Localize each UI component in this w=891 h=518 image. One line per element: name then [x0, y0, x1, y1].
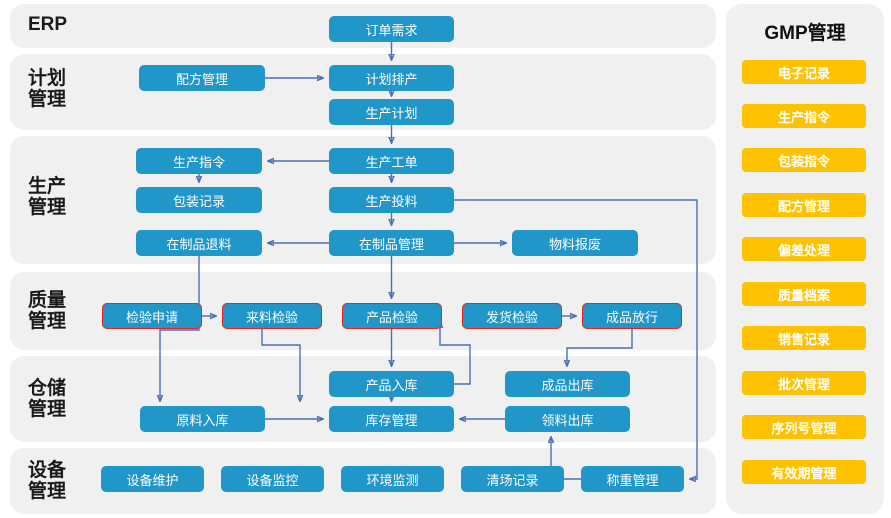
gmp-item[interactable]: 配方管理 — [742, 193, 866, 217]
node-inventory-management[interactable]: 库存管理 — [329, 406, 454, 432]
node-product-inbound[interactable]: 产品入库 — [329, 371, 454, 397]
node-finished-outbound[interactable]: 成品出库 — [505, 371, 630, 397]
node-equipment-maintain[interactable]: 设备维护 — [101, 466, 204, 492]
node-product-inspection[interactable]: 产品检验 — [342, 303, 442, 329]
gmp-item[interactable]: 销售记录 — [742, 326, 866, 350]
swimlane-label: 质量 管理 — [28, 290, 67, 332]
node-order-demand[interactable]: 订单需求 — [329, 16, 454, 42]
node-wip-management[interactable]: 在制品管理 — [329, 230, 454, 256]
node-production-feeding[interactable]: 生产投料 — [329, 187, 454, 213]
swimlane-label: 生产 管理 — [28, 176, 67, 218]
gmp-item[interactable]: 批次管理 — [742, 371, 866, 395]
node-shipment-inspection[interactable]: 发货检验 — [462, 303, 562, 329]
node-material-scrap[interactable]: 物料报废 — [512, 230, 638, 256]
node-inspection-request[interactable]: 检验申请 — [102, 303, 202, 329]
swimlane-label: 计划 管理 — [28, 68, 67, 110]
node-packaging-record[interactable]: 包装记录 — [136, 187, 262, 213]
node-clearance-record[interactable]: 清场记录 — [461, 466, 564, 492]
node-recipe-management[interactable]: 配方管理 — [139, 65, 265, 91]
node-production-workorder[interactable]: 生产工单 — [329, 148, 454, 174]
gmp-item[interactable]: 电子记录 — [742, 60, 866, 84]
gmp-item[interactable]: 序列号管理 — [742, 415, 866, 439]
gmp-item[interactable]: 质量档案 — [742, 282, 866, 306]
node-weighing-management[interactable]: 称重管理 — [581, 466, 684, 492]
node-wip-return[interactable]: 在制品退料 — [136, 230, 262, 256]
node-picking-outbound[interactable]: 领料出库 — [505, 406, 630, 432]
swimlane-label: 设备 管理 — [28, 460, 67, 502]
node-plan-scheduling[interactable]: 计划排产 — [329, 65, 454, 91]
node-production-order[interactable]: 生产指令 — [136, 148, 262, 174]
gmp-item[interactable]: 偏差处理 — [742, 237, 866, 261]
gmp-item[interactable]: 有效期管理 — [742, 460, 866, 484]
node-equipment-monitor[interactable]: 设备监控 — [221, 466, 324, 492]
node-production-plan[interactable]: 生产计划 — [329, 99, 454, 125]
node-incoming-inspection[interactable]: 来料检验 — [222, 303, 322, 329]
node-environment-monitor[interactable]: 环境监测 — [341, 466, 444, 492]
node-material-inbound[interactable]: 原料入库 — [140, 406, 265, 432]
gmp-panel-title: GMP管理 — [764, 23, 846, 44]
swimlane-label: 仓储 管理 — [28, 378, 67, 420]
node-finished-release[interactable]: 成品放行 — [582, 303, 682, 329]
gmp-item[interactable]: 包装指令 — [742, 148, 866, 172]
swimlane-label: ERP — [28, 14, 68, 35]
gmp-item[interactable]: 生产指令 — [742, 104, 866, 128]
